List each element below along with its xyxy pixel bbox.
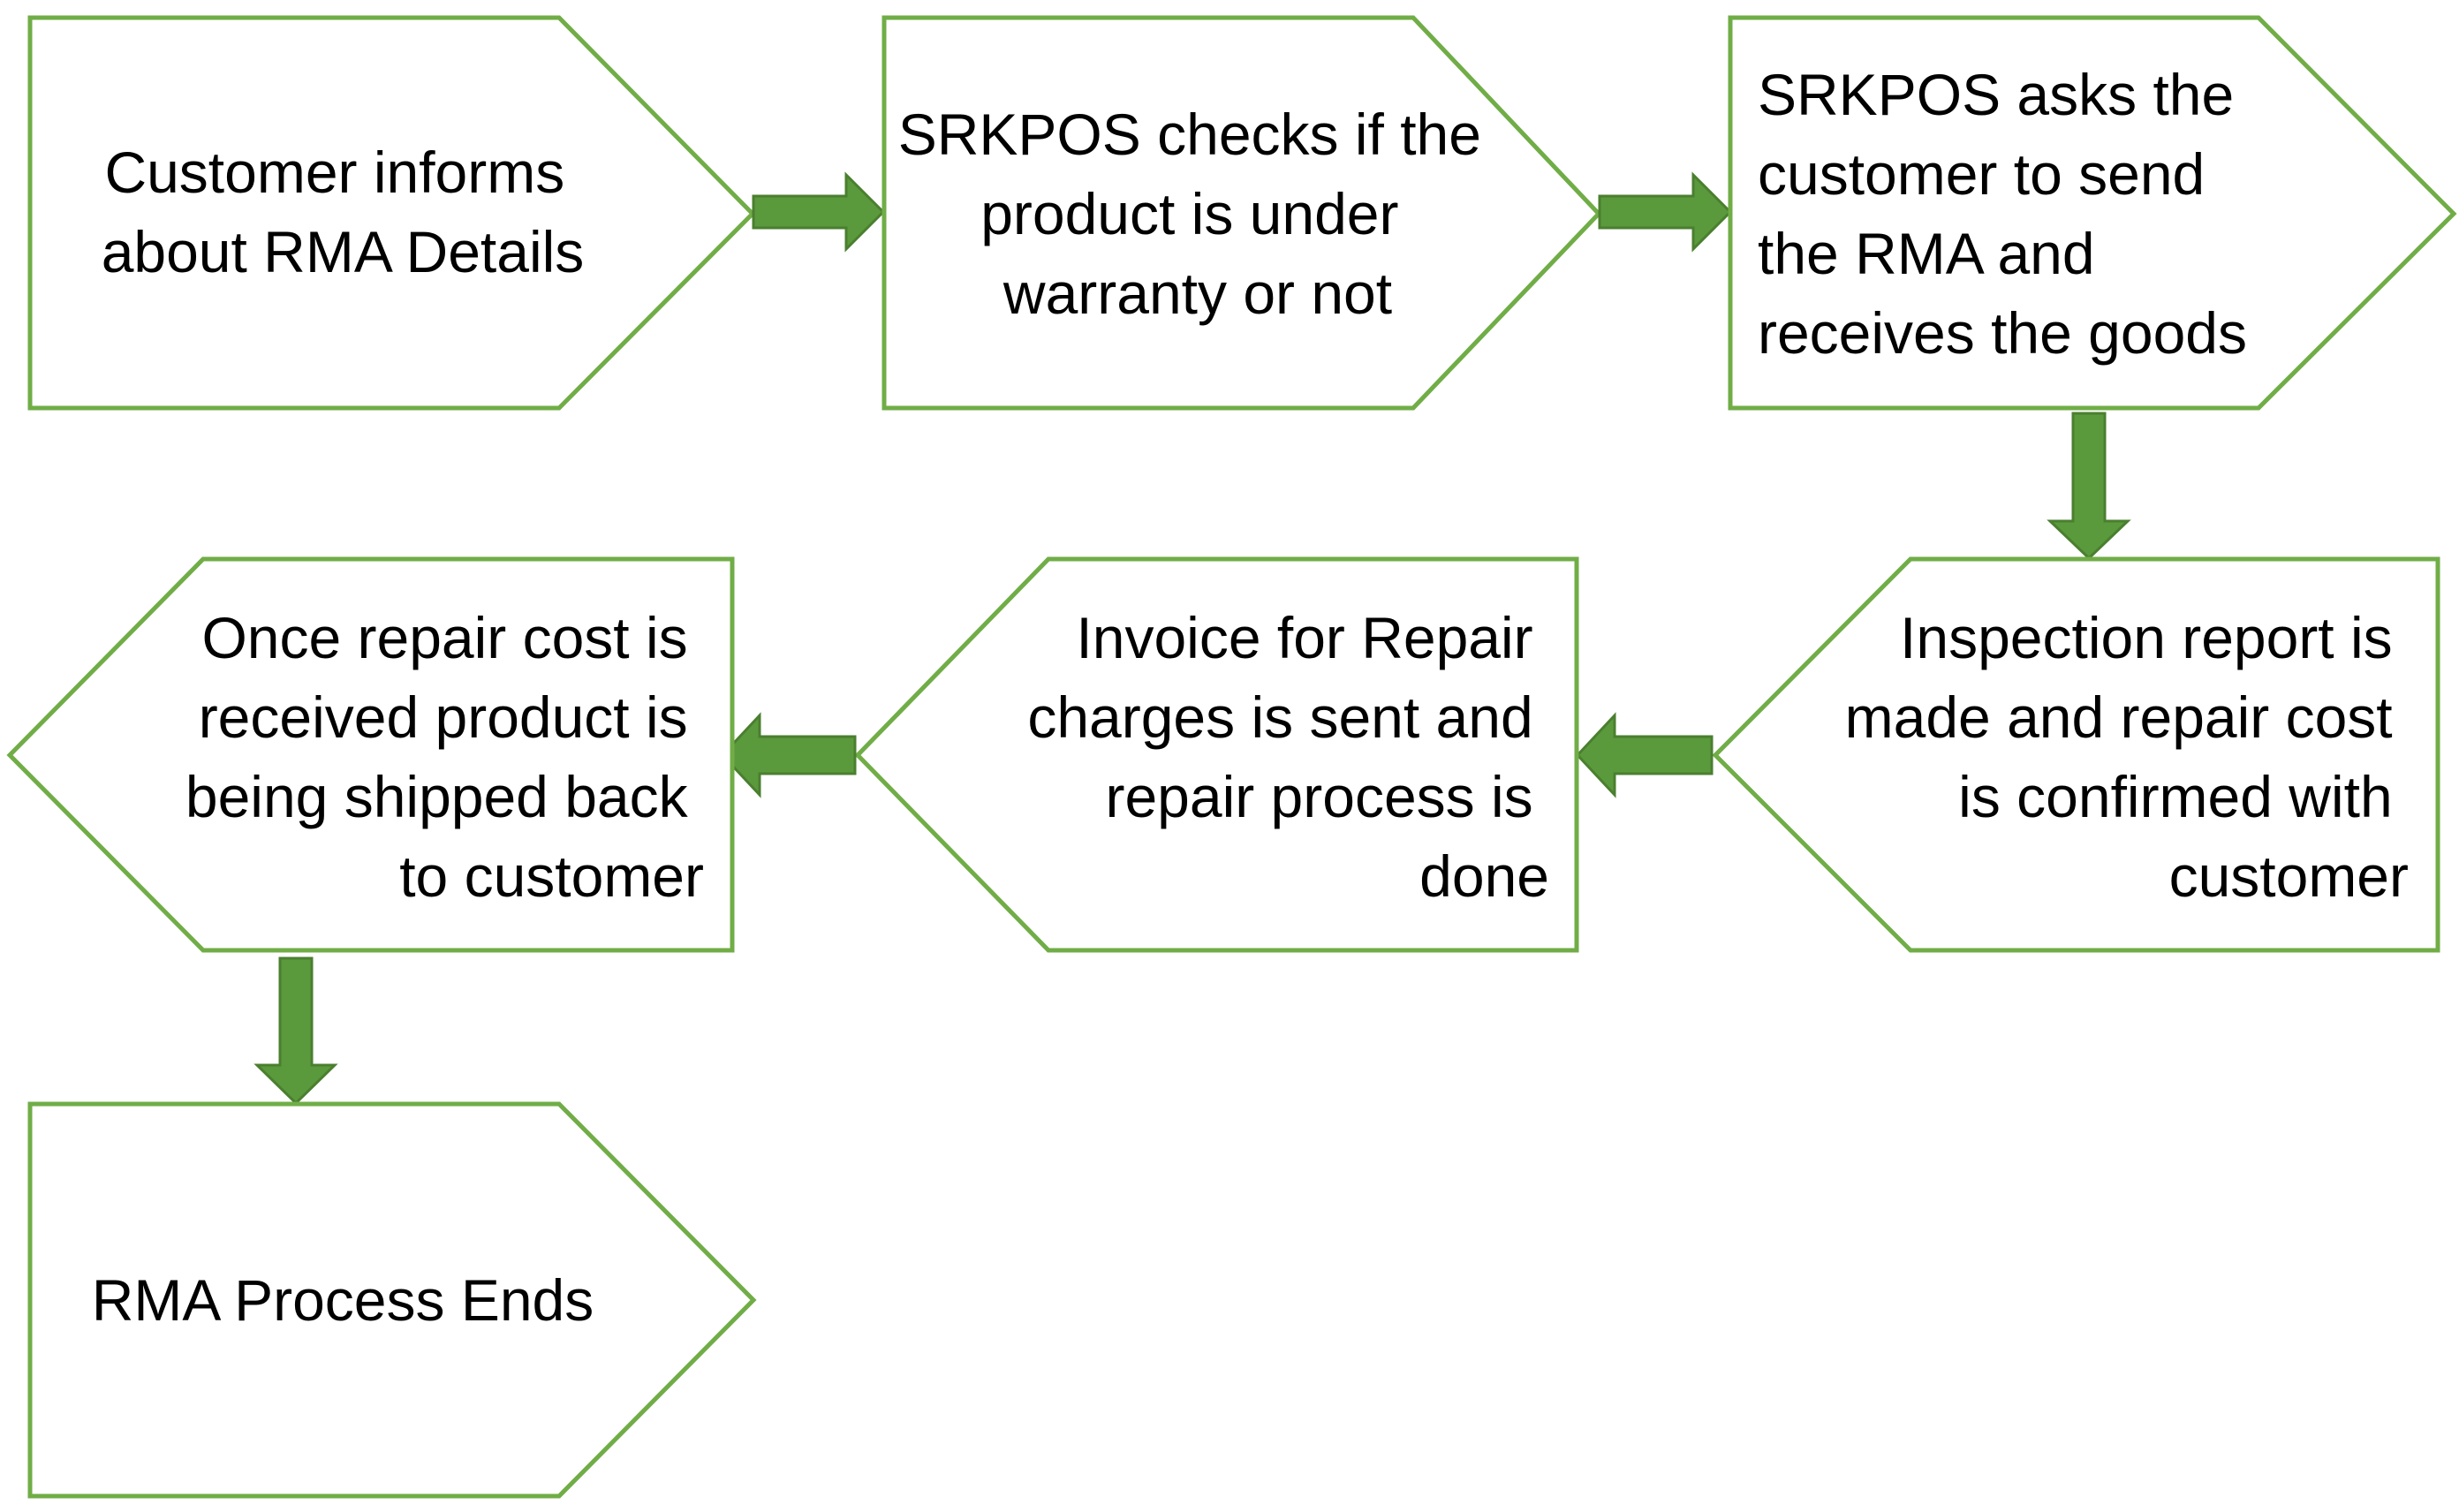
step-3-line-3: the RMA and: [1758, 221, 2095, 286]
step-7-line-1: RMA Process Ends: [92, 1267, 594, 1333]
arrow-step1-to-step2: [752, 171, 886, 253]
arrow-step4-to-step5: [1575, 712, 1714, 798]
step-7-label: RMA Process Ends: [92, 1267, 594, 1333]
arrow-step5-to-step6: [720, 712, 857, 798]
step-3-line-2: customer to send: [1758, 141, 2205, 207]
step-2-line-1: SRKPOS checks if the: [898, 102, 1481, 167]
step-2-line-3: warranty or not: [1003, 261, 1392, 326]
step-2-shape: [881, 15, 1602, 411]
step-6-shape: [6, 556, 735, 953]
step-4-label: Inspection report is made and repair cos…: [1845, 605, 2409, 909]
step-5-line-3: repair process is: [1105, 764, 1532, 829]
arrow-step2-to-step3: [1598, 171, 1733, 253]
step-6-line-3: being shipped back: [185, 764, 689, 829]
step-3-line-4: receives the goods: [1758, 300, 2247, 366]
step-1-label: Customer informs about RMA Details: [102, 140, 585, 284]
arrow-step6-to-step7: [253, 956, 338, 1106]
step-2-label: SRKPOS checks if the product is under wa…: [898, 102, 1498, 326]
step-3-shape: [1728, 15, 2457, 411]
step-4-line-3: is confirmed with: [1958, 764, 2393, 829]
step-4-line-1: Inspection report is: [1900, 605, 2393, 670]
step-6-line-4: to customer: [399, 843, 704, 909]
step-5-line-1: Invoice for Repair: [1076, 605, 1532, 670]
arrow-step3-to-step4: [2047, 412, 2131, 561]
step-6-line-2: received product is: [199, 684, 688, 750]
step-5-line-2: charges is sent and: [1027, 684, 1532, 750]
step-4-line-4: customer: [2169, 843, 2409, 909]
step-6-line-1: Once repair cost is: [201, 605, 687, 670]
step-4-line-2: made and repair cost: [1845, 684, 2393, 750]
step-3-label: SRKPOS asks the customer to send the RMA…: [1758, 62, 2251, 366]
step-5-line-4: done: [1419, 843, 1549, 909]
step-3-line-1: SRKPOS asks the: [1758, 62, 2234, 127]
step-5-label: Invoice for Repair charges is sent and r…: [1027, 605, 1549, 909]
step-2-line-2: product is under: [980, 181, 1398, 246]
step-7-shape: [27, 1101, 757, 1499]
step-1-line-2: about RMA Details: [102, 219, 585, 284]
step-4-shape: [1712, 556, 2440, 953]
step-1-shape: [27, 15, 756, 411]
step-6-label: Once repair cost is received product is …: [185, 605, 704, 909]
step-1-line-1: Customer informs: [104, 140, 564, 205]
step-5-shape: [854, 556, 1579, 953]
